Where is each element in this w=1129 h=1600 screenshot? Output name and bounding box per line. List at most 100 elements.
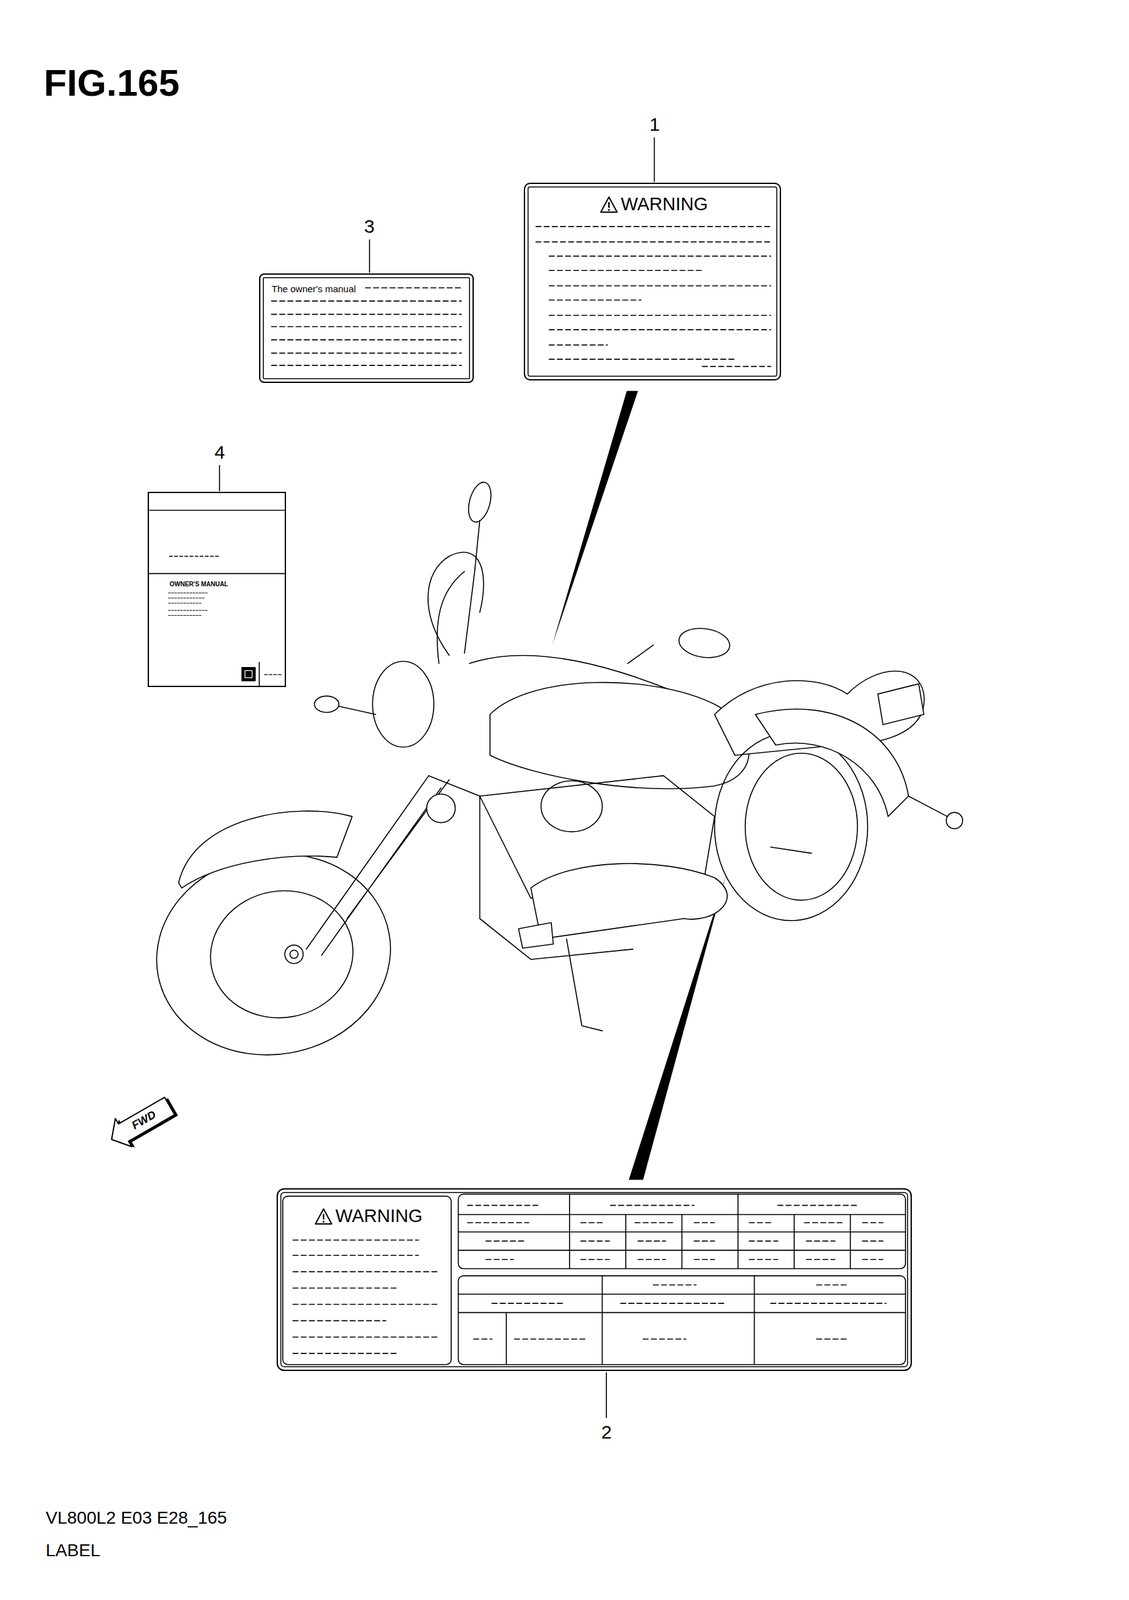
warning-icon (322, 1220, 325, 1223)
booklet-detail (244, 670, 252, 678)
leader-line (369, 239, 371, 273)
label-table (458, 1194, 905, 1269)
booklet-detail (168, 610, 208, 611)
label-table (467, 1222, 529, 1224)
label-table (467, 1205, 884, 1260)
motorcycle-illustration (745, 753, 858, 901)
motorcycle-illustration (530, 863, 728, 940)
label-table (282, 1196, 452, 1365)
motorcycle-illustration (284, 945, 303, 964)
text-placeholder (271, 339, 462, 341)
warning-icon (607, 209, 610, 211)
warning-icon (608, 202, 610, 208)
label-table (292, 1353, 399, 1355)
figure-name: LABEL (45, 1540, 101, 1561)
callout-number: 1 (649, 113, 661, 136)
text-placeholder (271, 326, 462, 328)
label-table (737, 1194, 739, 1269)
label-table (620, 1302, 728, 1305)
text-placeholder (702, 366, 771, 368)
text-placeholder (271, 352, 462, 355)
motorcycle-illustration (490, 682, 750, 790)
label-table (749, 1259, 778, 1261)
label-table (473, 1338, 492, 1340)
motorcycle-illustration (372, 661, 434, 748)
motorcycle-illustration (178, 811, 352, 889)
label-table (473, 1285, 887, 1340)
label-table (514, 1338, 586, 1340)
motorcycle-illustration (289, 950, 298, 959)
text-placeholder (549, 329, 772, 331)
text-placeholder (549, 358, 738, 360)
motorcycle-illustration (426, 794, 456, 823)
label-table (635, 1222, 675, 1224)
pointer-wedge (551, 391, 638, 646)
text-placeholder (271, 287, 462, 366)
booklet-detail (169, 555, 219, 557)
motorcycle-illustration (755, 709, 909, 817)
booklet-detail (148, 573, 287, 575)
label-table (694, 1222, 715, 1224)
text-placeholder (271, 300, 462, 302)
forward-arrow (103, 1092, 178, 1155)
text-placeholder (549, 255, 772, 258)
callout-number: 4 (214, 441, 226, 464)
text-placeholder (535, 226, 771, 367)
label-table (458, 1276, 905, 1365)
booklet-detail (168, 597, 205, 599)
label-table (625, 1214, 627, 1269)
label-table (458, 1293, 905, 1295)
label-table (292, 1336, 439, 1339)
motorcycle-illustration (200, 879, 363, 1030)
warning-table-label: WARNING (276, 1188, 912, 1372)
label-table (292, 1240, 439, 1354)
booklet-detail (168, 615, 203, 616)
label-table (485, 1259, 514, 1261)
label-table (749, 1222, 771, 1224)
label-table (849, 1214, 852, 1269)
motorcycle-illustration (566, 939, 603, 1032)
label-table (816, 1338, 848, 1340)
warning-label: WARNING (523, 182, 782, 381)
motorcycle-illustration (140, 835, 407, 1074)
figure-title: FIG.165 (43, 61, 180, 105)
label-table (862, 1241, 884, 1243)
warning-icon (599, 195, 619, 214)
text-placeholder (271, 364, 462, 367)
motorcycle-illustration (540, 781, 603, 833)
motorcycle-illustration (627, 645, 654, 664)
motorcycle-illustration (878, 684, 924, 725)
label-table (602, 1276, 604, 1365)
label-table (806, 1241, 836, 1243)
booklet-detail (242, 667, 256, 681)
label-table (491, 1302, 564, 1305)
label-table (580, 1259, 610, 1261)
text-placeholder (549, 299, 642, 302)
leader-line (653, 137, 656, 182)
label-table (485, 1241, 526, 1243)
text-placeholder (271, 314, 462, 316)
motorcycle-illustration (339, 706, 377, 715)
warning-heading: WARNING (335, 1205, 423, 1227)
text-placeholder (535, 241, 771, 243)
motorcycle-illustration (946, 812, 963, 829)
warning-icon (314, 1207, 333, 1226)
booklet-detail (168, 593, 209, 616)
booklet-detail (148, 510, 287, 512)
label-text: OWNER'S MANUAL (169, 580, 228, 589)
motorcycle-illustration (140, 480, 963, 1074)
label-table (694, 1259, 715, 1261)
label-table (505, 1312, 507, 1365)
label-table (749, 1241, 778, 1243)
motorcycle-illustration (464, 480, 495, 525)
motorcycle-illustration (437, 571, 465, 664)
leader-line (605, 1373, 608, 1419)
label-table (637, 1241, 666, 1243)
label-table (770, 1302, 886, 1305)
illustration (140, 137, 963, 1418)
manual-label: The owner's manual (259, 273, 474, 384)
motorcycle-illustration (908, 796, 948, 817)
label-table (292, 1254, 419, 1257)
label-table (580, 1241, 610, 1243)
label-text: The owner's manual (271, 283, 357, 295)
